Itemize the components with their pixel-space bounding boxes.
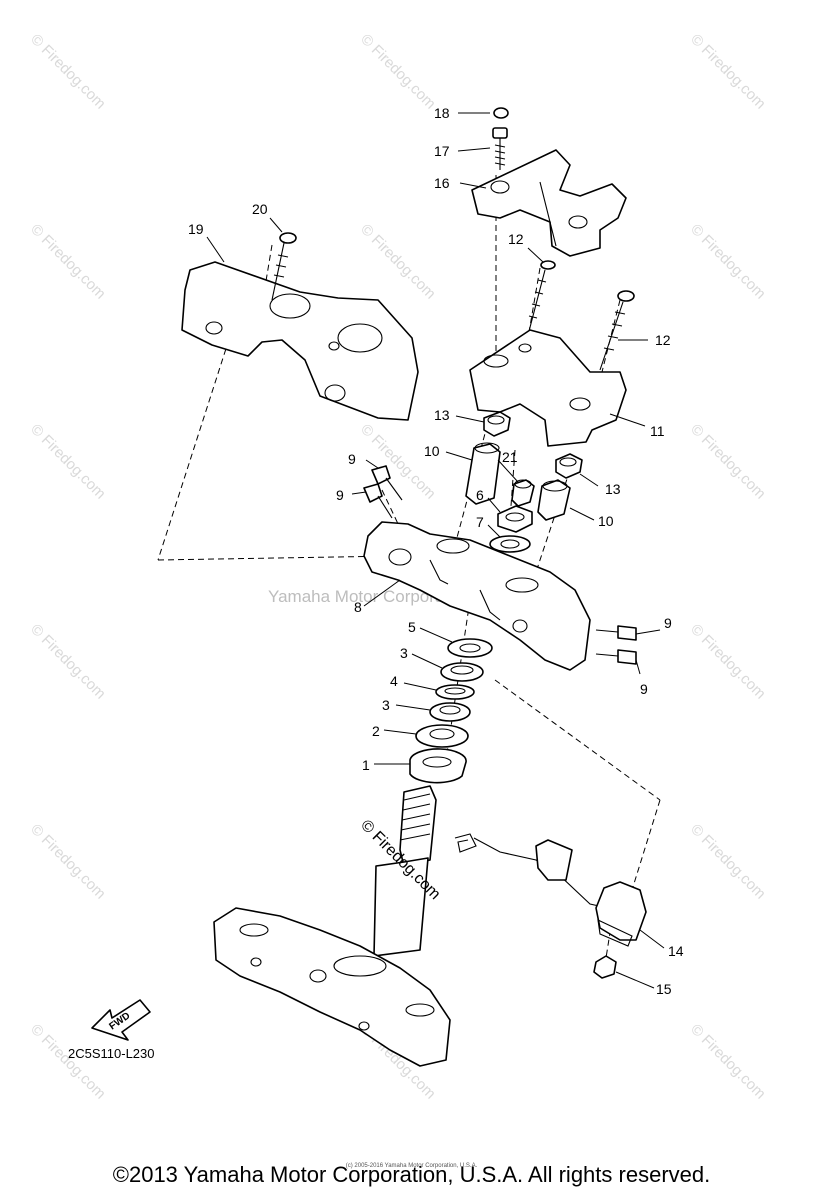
callout-6: 6 (476, 487, 484, 503)
fwd-arrow-icon: FWD (91, 999, 151, 1041)
part-9-bolt (595, 649, 637, 665)
watermark-text: © Firedog.com (27, 621, 109, 703)
part-9-bolt (371, 465, 403, 501)
part-7-washer (489, 535, 531, 553)
callout-1: 1 (362, 757, 370, 773)
part-11-lower-holder (469, 329, 627, 447)
part-8-upper-bracket (363, 521, 591, 671)
watermark-text: © Firedog.com (687, 31, 769, 113)
part-21-collar (511, 479, 535, 507)
callout-21: 21 (502, 449, 518, 465)
watermark-text: © Firedog.com (27, 821, 109, 903)
callout-16: 16 (434, 175, 450, 191)
part-16-upper-holder (471, 149, 627, 257)
callout-2: 2 (372, 723, 380, 739)
part-9-bolt (595, 625, 637, 641)
callout-9: 9 (336, 487, 344, 503)
callout-3: 3 (400, 645, 408, 661)
watermark-text: © Firedog.com (357, 221, 439, 303)
callout-19: 19 (188, 221, 204, 237)
callout-13: 13 (605, 481, 621, 497)
part-9-bolt (363, 483, 393, 519)
steering-stem (373, 785, 437, 957)
callout-10: 10 (424, 443, 440, 459)
diagram-code: 2C5S110-L230 (68, 1046, 155, 1061)
leader-lines (206, 112, 665, 989)
part-18-cap (493, 107, 509, 119)
under-bracket (213, 907, 451, 1067)
part-10-damper-left (465, 442, 501, 505)
part-12-bolt-right (599, 290, 635, 371)
watermark-text: © Firedog.com (27, 31, 109, 113)
part-3-ring-nut (429, 702, 471, 722)
copyright-footer: ©2013 Yamaha Motor Corporation, U.S.A. A… (112, 1162, 711, 1187)
part-10-damper-right (537, 479, 571, 521)
part-17-bolt (492, 127, 508, 170)
callout-5: 5 (408, 619, 416, 635)
center-watermark: Yamaha Motor Corporation (268, 587, 472, 606)
watermark-text: © Firedog.com (357, 31, 439, 113)
part-13-nut-left (483, 411, 511, 437)
watermark-text: © Firedog.com (27, 1021, 109, 1103)
watermark-text: © Firedog.com (687, 821, 769, 903)
callout-3: 3 (382, 697, 390, 713)
callout-10: 10 (598, 513, 614, 529)
callout-20: 20 (252, 201, 268, 217)
part-13-nut-right (555, 453, 583, 479)
watermark-text: © Firedog.com (687, 621, 769, 703)
callout-15: 15 (656, 981, 672, 997)
watermark-text: © Firedog.com (27, 221, 109, 303)
part-14-wire-bracket (454, 833, 647, 947)
part-3-ring-nut (440, 662, 484, 682)
callout-14: 14 (668, 943, 684, 959)
tiny-credit: (c) 2005-2016 Yamaha Motor Corporation, … (345, 1163, 478, 1169)
watermark-text: © Firedog.com (687, 421, 769, 503)
callout-9: 9 (348, 451, 356, 467)
part-1-bearing (409, 748, 467, 784)
callout-9: 9 (640, 681, 648, 697)
part-19-cover (181, 261, 419, 421)
watermark-text: © Firedog.com (687, 1021, 769, 1103)
callout-12: 12 (508, 231, 524, 247)
callout-13: 13 (434, 407, 450, 423)
part-2-bearing-cover (415, 724, 469, 748)
callout-4: 4 (390, 673, 398, 689)
callout-12: 12 (655, 332, 671, 348)
part-5-lock-washer (447, 638, 493, 658)
callout-7: 7 (476, 514, 484, 530)
callouts: 18 17 16 19 20 12 12 11 13 13 10 10 21 9… (188, 105, 684, 997)
callout-18: 18 (434, 105, 450, 121)
callout-8: 8 (354, 599, 362, 615)
callout-17: 17 (434, 143, 450, 159)
callout-11: 11 (650, 423, 665, 439)
part-20-screw (271, 232, 297, 301)
watermark-text: © Firedog.com (687, 221, 769, 303)
part-6-nut (497, 505, 533, 533)
callout-9: 9 (664, 615, 672, 631)
part-12-bolt-left (527, 260, 556, 336)
part-4-washer (435, 684, 475, 700)
watermark-text: © Firedog.com (27, 421, 109, 503)
part-15-nut (593, 955, 617, 979)
